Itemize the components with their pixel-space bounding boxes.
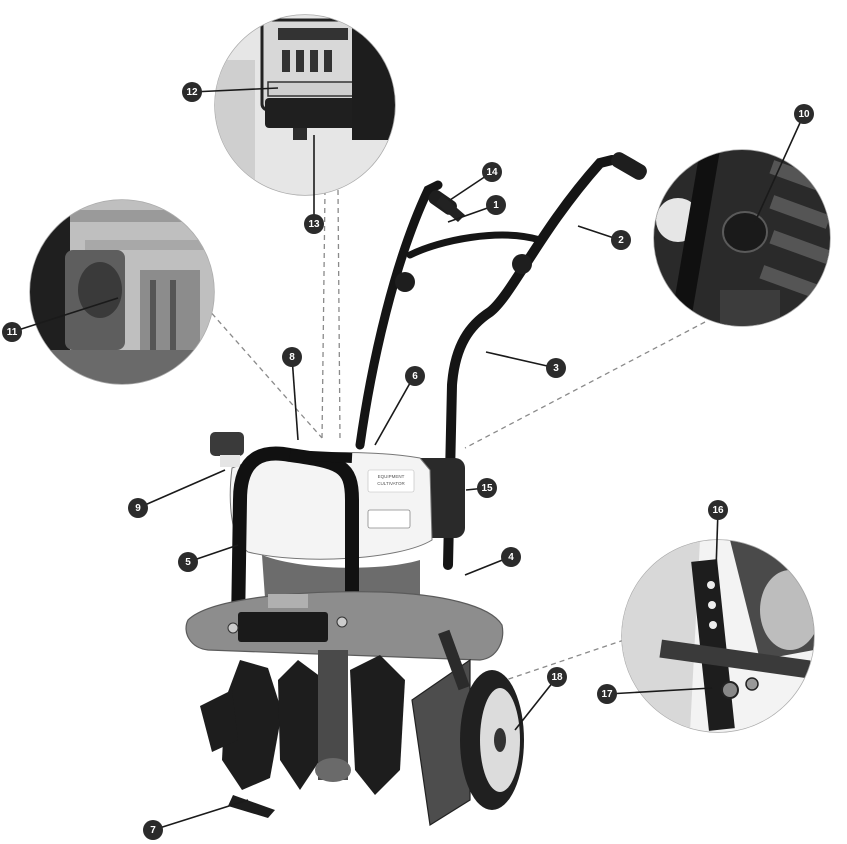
callout-9-number: 9 xyxy=(135,503,141,514)
detail-circle-depth-bar xyxy=(622,540,820,732)
detail-circle-air-filter xyxy=(215,15,397,195)
callout-17-number: 17 xyxy=(601,689,613,700)
callout-2-number: 2 xyxy=(618,235,624,246)
callout-7: 7 xyxy=(143,820,163,840)
callout-2: 2 xyxy=(611,230,631,250)
callout-3: 3 xyxy=(546,358,566,378)
tines xyxy=(200,655,405,818)
callout-1: 1 xyxy=(486,195,506,215)
detail-circle-spark-plug xyxy=(30,200,225,390)
callout-15-number: 15 xyxy=(481,483,493,494)
callout-13: 13 xyxy=(304,214,324,234)
callout-5-number: 5 xyxy=(185,557,191,568)
callout-8: 8 xyxy=(282,347,302,367)
callout-16: 16 xyxy=(708,500,728,520)
callout-7-number: 7 xyxy=(150,825,156,836)
callout-18-number: 18 xyxy=(551,672,563,683)
callout-15: 15 xyxy=(477,478,497,498)
callout-14: 14 xyxy=(482,162,502,182)
callout-5: 5 xyxy=(178,552,198,572)
callout-9: 9 xyxy=(128,498,148,518)
callout-10: 10 xyxy=(794,104,814,124)
tiller-illustration: EQUIPMENT CULTIVATOR xyxy=(186,150,649,825)
callout-11-number: 11 xyxy=(7,327,18,338)
callout-17: 17 xyxy=(597,684,617,704)
callout-6-number: 6 xyxy=(412,371,418,382)
detail-circle-fuel-primer xyxy=(654,150,831,330)
callout-18: 18 xyxy=(547,667,567,687)
callout-13-number: 13 xyxy=(308,219,320,230)
callout-4: 4 xyxy=(501,547,521,567)
callout-3-number: 3 xyxy=(553,363,559,374)
callout-1-number: 1 xyxy=(493,200,499,211)
callout-16-number: 16 xyxy=(712,505,724,516)
decal-line-1: EQUIPMENT xyxy=(378,474,405,479)
right-grip xyxy=(609,150,650,183)
callout-4-number: 4 xyxy=(508,552,514,563)
callout-12-number: 12 xyxy=(186,87,198,98)
fuel-cap xyxy=(210,432,244,456)
callout-6: 6 xyxy=(405,366,425,386)
callout-14-number: 14 xyxy=(486,167,498,178)
callout-12: 12 xyxy=(182,82,202,102)
callout-11: 11 xyxy=(2,322,22,342)
callout-8-number: 8 xyxy=(289,352,295,363)
decal-line-2: CULTIVATOR xyxy=(377,481,405,486)
callout-10-number: 10 xyxy=(798,109,810,120)
